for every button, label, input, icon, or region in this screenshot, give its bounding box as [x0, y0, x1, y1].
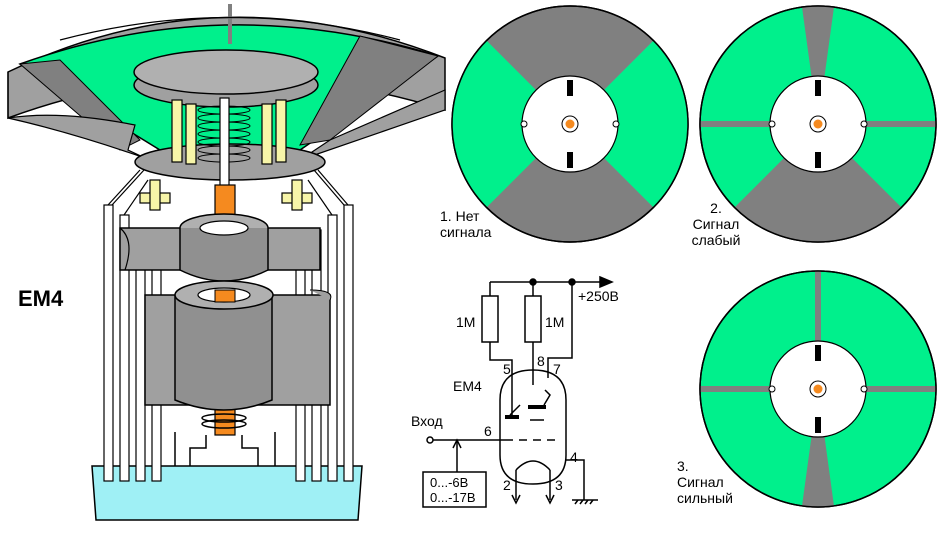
pin-7: 7 — [553, 361, 561, 377]
indicator-3-line2: сильный — [677, 490, 733, 506]
schematic-tube-label: EM4 — [453, 378, 482, 394]
indicator-3-number: 3. — [677, 458, 689, 474]
indicator-weak-signal — [699, 5, 937, 243]
resistor-left-label: 1M — [456, 314, 476, 330]
indicator-2-line2: слабый — [691, 232, 741, 248]
indicator-2-line1: Сигнал — [692, 216, 740, 232]
bias-range-2: 0...-17В — [430, 490, 476, 505]
bias-range-box — [422, 471, 487, 508]
circuit-schematic — [422, 275, 614, 508]
resistor-right-label: 1M — [545, 314, 565, 330]
pin-3: 3 — [555, 477, 563, 493]
indicator-no-signal — [451, 5, 689, 243]
bias-range-1: 0...-6В — [430, 475, 469, 490]
control-grid-cylinder — [174, 295, 273, 411]
indicator-1-number: 1. — [440, 208, 452, 224]
pin-5: 5 — [503, 361, 511, 377]
insulator-posts — [139, 99, 313, 211]
pin-4: 4 — [570, 449, 578, 465]
supply-voltage-label: +250В — [578, 288, 619, 304]
indicator-1-line2: сигнала — [440, 224, 492, 240]
tube-cutaway — [7, 4, 446, 521]
indicator-3-caption: 3. Сигнал сильный — [677, 458, 733, 506]
pin-2: 2 — [503, 477, 511, 493]
tube-symbol — [499, 369, 567, 485]
indicator-1-caption: 1. Нет сигнала — [440, 208, 491, 240]
tube-label: EM4 — [18, 286, 64, 311]
resistor-left — [481, 295, 499, 343]
pin-8: 8 — [537, 353, 545, 369]
indicator-2-number: 2. — [710, 200, 722, 216]
resistor-right — [524, 295, 542, 343]
pin-6: 6 — [484, 423, 492, 439]
input-label: Вход — [411, 413, 443, 429]
indicator-2-caption: 2. Сигнал слабый — [678, 200, 754, 248]
filament-leads — [174, 413, 276, 466]
indicator-3-line1: Сигнал — [677, 474, 724, 490]
indicator-strong-signal — [699, 270, 937, 508]
indicator-1-line1: Нет — [455, 208, 480, 224]
